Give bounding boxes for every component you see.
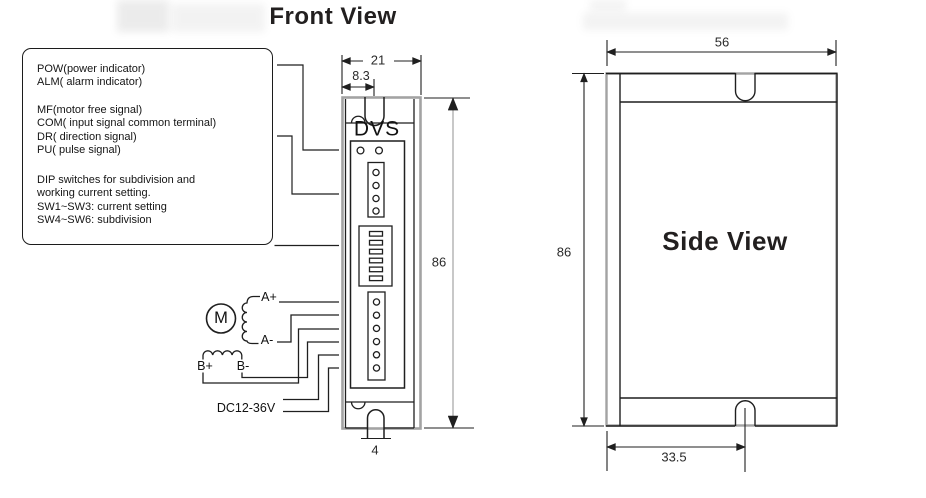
pin-com <box>372 181 380 190</box>
coil-a <box>241 302 248 342</box>
legend-line: DIP switches for subdivision and <box>37 174 196 186</box>
power-supply-label: DC12-36V <box>216 400 276 415</box>
phase-a-minus-label: A- <box>260 332 274 347</box>
dim-front-width: 21 <box>370 52 386 68</box>
coil-a-bottom-hook <box>246 340 259 345</box>
pin-pu <box>372 207 380 215</box>
pin-a-minus <box>372 311 381 319</box>
legend-line: working current setting. <box>37 187 151 200</box>
pin-gnd <box>372 364 381 372</box>
dim-front-tab-width: 4 <box>371 442 379 458</box>
front-bottom-tab <box>366 409 385 439</box>
legend-line: SW1~SW3: current setting <box>37 200 167 213</box>
wire-a-minus <box>277 314 339 343</box>
pin-b-plus <box>372 324 381 333</box>
side-view-drawing <box>605 72 838 427</box>
legend-line: SW4~SW6: subdivision <box>37 214 152 227</box>
pin-mf <box>372 168 380 177</box>
front-top-hole-arc <box>350 115 366 124</box>
wire-dc-minus <box>283 367 339 413</box>
front-top-notch <box>364 97 385 127</box>
wire-b-plus <box>202 328 339 384</box>
front-body-inner-edges <box>344 99 415 428</box>
pin-b-minus <box>372 337 381 346</box>
phase-b-minus-label: B- <box>236 358 250 373</box>
legend-line: MF(motor free signal) <box>37 104 143 116</box>
dim-side-width: 56 <box>714 34 730 50</box>
side-dimensions <box>572 40 837 472</box>
dim-front-notch-offset: 8.3 <box>352 68 370 83</box>
motor-label: M <box>214 308 228 327</box>
signal-connector <box>367 161 385 218</box>
legend-line: PU( pulse signal) <box>37 144 121 157</box>
coil-b <box>202 350 243 356</box>
dip-sw5 <box>368 266 384 273</box>
coil-b-stubs <box>202 355 243 360</box>
pin-a-plus <box>372 298 381 306</box>
legend-box <box>22 48 273 245</box>
dip-sw3 <box>368 248 384 255</box>
legend-line: POW(power indicator) <box>37 63 146 75</box>
power-connector <box>367 291 386 381</box>
motor-circle <box>205 303 237 334</box>
front-bottom-hole-arc <box>350 401 366 410</box>
dip-sw2 <box>368 239 384 246</box>
phase-a-plus-label: A+ <box>261 289 277 304</box>
alm-led <box>374 146 384 155</box>
dim-front-height: 86 <box>431 254 447 270</box>
dip-sw4 <box>368 257 384 264</box>
wire-b-minus <box>241 341 339 379</box>
dip-switch-block <box>358 225 393 287</box>
legend-dip: DIP switches for subdivision and working… <box>37 174 195 228</box>
dim-side-height: 86 <box>556 244 572 260</box>
motor-wiring <box>202 295 339 413</box>
coil-a-top-hook <box>246 295 260 304</box>
phase-b-plus-label: B+ <box>197 358 213 373</box>
pow-led <box>356 146 365 155</box>
legend-line: DR( direction signal) <box>37 130 137 143</box>
pin-vdc <box>372 351 381 359</box>
side-view-title: Side View <box>662 226 788 256</box>
front-body-outline <box>341 96 422 430</box>
dip-sw1 <box>368 230 384 237</box>
dip-sw6 <box>368 275 384 282</box>
wire-dc-plus <box>283 354 339 401</box>
leader-led <box>277 64 339 151</box>
dim-side-notch-offset: 33.5 <box>661 449 687 465</box>
legend-line: COM( input signal common terminal) <box>37 117 217 130</box>
legend-leaders <box>274 64 339 247</box>
legend-signals: MF(motor free signal) COM( input signal … <box>37 104 216 158</box>
side-height-extension-lines <box>572 72 604 427</box>
side-bottom-notch <box>734 400 756 426</box>
front-face-plate <box>349 140 406 389</box>
device-model-label: DVS <box>353 117 401 141</box>
front-dimensions <box>341 55 474 429</box>
front-view-drawing <box>341 96 422 440</box>
leader-signals <box>277 135 339 195</box>
side-notch-extension-lines <box>606 408 746 472</box>
legend-indicators: POW(power indicator) ALM( alarm indicato… <box>37 63 145 90</box>
legend-line: ALM( alarm indicator) <box>37 76 143 89</box>
side-top-notch <box>734 73 756 102</box>
pin-dr <box>372 194 380 203</box>
front-view-title: Front View <box>269 3 397 30</box>
